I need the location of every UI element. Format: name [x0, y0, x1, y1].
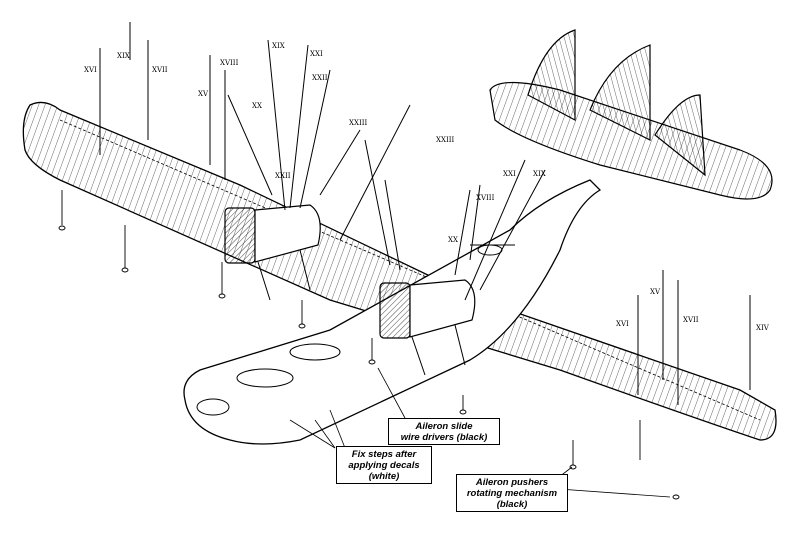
cockpit-opening — [236, 368, 294, 388]
callout-line: wire drivers (black) — [400, 432, 488, 443]
strut-label: XV — [650, 288, 661, 296]
callout-line: rotating mechanism — [466, 488, 558, 499]
callout-line: Fix steps after — [351, 449, 417, 460]
strut-label: XIV — [756, 324, 770, 332]
tail-fin-3 — [654, 94, 706, 177]
strut-label: XVII — [683, 316, 699, 324]
strut-label: XVI — [616, 320, 629, 328]
callout-line: Aileron slide — [415, 421, 473, 432]
strut-label: XXIII — [436, 136, 454, 144]
callout-aileron-pushers: Aileron pushers rotating mechanism (blac… — [456, 474, 568, 512]
strut-label: XXI — [310, 50, 323, 58]
strut-label: XX — [252, 102, 262, 110]
strut-label: XV — [198, 90, 209, 98]
cockpit-opening — [289, 343, 341, 361]
strut-label: XIX — [117, 52, 130, 60]
tail-assembly — [489, 29, 773, 200]
strut-label: XXI — [503, 170, 516, 178]
callout-line: applying decals — [348, 460, 420, 471]
strut-label: XVIII — [476, 194, 495, 202]
tail-fin-2 — [589, 44, 651, 141]
tail-fin-1 — [527, 29, 576, 121]
small-parts — [58, 190, 680, 500]
strut-label: XVIII — [220, 59, 239, 67]
engine-nacelle-left — [224, 204, 321, 301]
strut-label: XIX — [533, 170, 546, 178]
main-wing — [22, 101, 777, 441]
left-wing-struts — [99, 22, 226, 180]
callout-line: (black) — [496, 499, 528, 510]
right-wing-struts — [637, 270, 751, 405]
callout-line: Aileron pushers — [475, 477, 549, 488]
callout-aileron-slide: Aileron slide wire drivers (black) — [388, 418, 500, 445]
strut-label: XXII — [275, 172, 291, 180]
callout-fix-steps: Fix steps after applying decals (white) — [336, 446, 432, 484]
strut-label: XIX — [272, 42, 285, 50]
strut-label: XXIII — [349, 119, 367, 127]
strut-label: XVI — [84, 66, 97, 74]
strut-label: XX — [448, 236, 458, 244]
strut-labels: XVI XIX XVII XV XVIII XIX XX XXI XXII XX… — [84, 42, 770, 332]
callout-line: (white) — [368, 471, 400, 482]
center-struts — [227, 39, 546, 301]
wing-upper-surface — [22, 101, 777, 441]
strut-label: XVII — [152, 66, 168, 74]
nose-gunner-ring — [196, 398, 230, 416]
strut-label: XXII — [312, 74, 328, 82]
engine-nacelle-right — [379, 279, 476, 376]
